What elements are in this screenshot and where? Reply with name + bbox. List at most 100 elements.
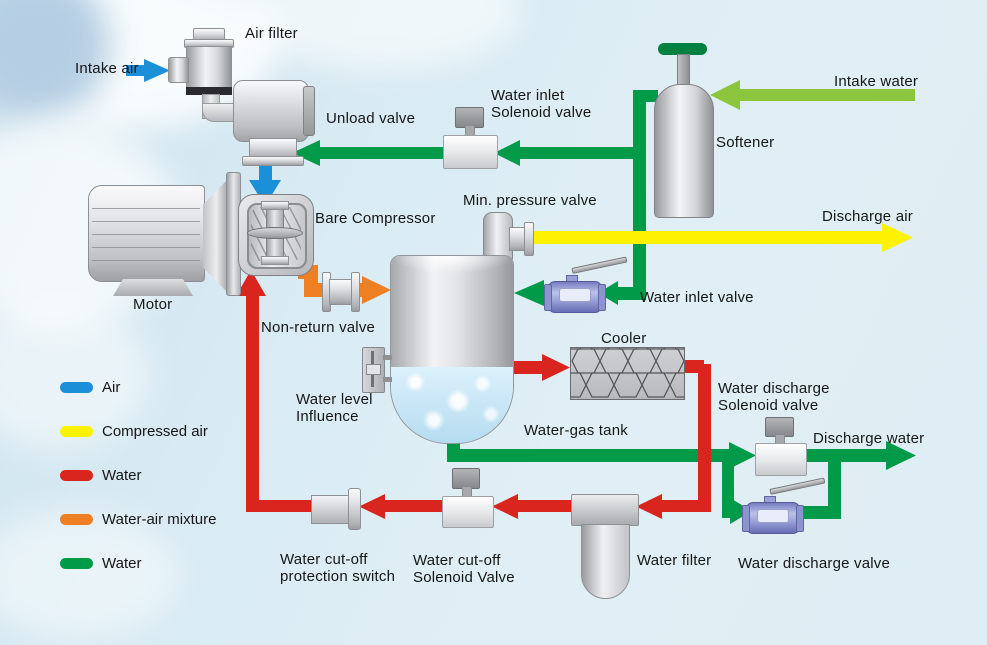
protection-switch-body <box>311 495 352 524</box>
tank-shell <box>391 256 513 367</box>
water-discharge-valve-handle <box>769 477 826 495</box>
tank-water <box>391 367 513 443</box>
pipe-switch-to-riser <box>252 500 314 512</box>
label-water-discharge-solenoid: Water discharge Solenoid valve <box>718 380 830 414</box>
pipe-to-inlet-solenoid <box>518 147 646 159</box>
softener-body <box>654 84 714 218</box>
arrow-mixture-into-tank <box>362 276 391 304</box>
motor-cone <box>203 180 227 292</box>
pipe-elbow-to-inlet-valve <box>614 287 646 300</box>
legend-item-water-hot: Water <box>60 467 141 484</box>
bare-compressor-rotor-cap-top <box>261 201 289 210</box>
label-unload-valve: Unload valve <box>326 110 416 127</box>
arrow-into-tank <box>514 280 544 306</box>
legend-item-air: Air <box>60 379 120 396</box>
cloud-decoration <box>0 510 180 640</box>
label-discharge-air: Discharge air <box>822 208 913 225</box>
arrow-intake-air <box>144 59 170 82</box>
water-discharge-ball-valve <box>742 477 826 534</box>
label-softener: Softener <box>716 134 775 151</box>
legend-label-air: Air <box>102 379 121 396</box>
pipe-unload-to-compressor <box>259 164 272 184</box>
bare-compressor-rotor-cap-bottom <box>261 256 289 265</box>
water-gas-tank <box>390 255 514 444</box>
motor-ribs <box>92 196 200 272</box>
unload-valve-endcap <box>303 86 315 136</box>
water-discharge-valve-plate <box>757 509 789 523</box>
water-inlet-valve-handle <box>571 256 628 274</box>
pipe-filter-to-cutoff-solenoid <box>514 500 574 512</box>
label-air-filter: Air filter <box>245 25 298 42</box>
arrow-intake-water <box>710 80 740 110</box>
arrow-into-protection-switch <box>359 494 385 519</box>
softener-handle <box>658 43 707 55</box>
water-cutoff-solenoid-body <box>442 496 494 528</box>
legend-swatch-water-cool <box>60 558 93 569</box>
label-bare-compressor: Bare Compressor <box>315 210 436 227</box>
air-filter-body <box>186 46 232 90</box>
arrow-discharge-air <box>882 223 913 252</box>
air-filter-inlet <box>168 57 189 83</box>
pipe-tank-to-cooler <box>512 361 545 374</box>
bare-compressor-disc <box>247 227 303 239</box>
water-filter-cap <box>571 494 639 526</box>
pipe-compressed-air <box>530 231 884 244</box>
water-inlet-valve-plate <box>559 288 591 302</box>
water-level-indicator <box>362 347 392 393</box>
water-level-stub-bottom <box>383 377 392 382</box>
tank-sheen <box>391 256 513 274</box>
label-water-inlet-solenoid: Water inlet Solenoid valve <box>491 87 592 121</box>
protection-switch-flange <box>348 488 361 530</box>
legend-item-water-air-mixture: Water-air mixture <box>60 511 216 528</box>
min-pressure-valve-flange <box>524 222 534 256</box>
pipe-intake-water <box>738 89 915 101</box>
pipe-bypass-down <box>722 455 734 513</box>
cooler <box>557 324 699 400</box>
pipe-after-discharge-solenoid <box>803 449 888 462</box>
unload-valve-body <box>233 80 309 142</box>
legend-swatch-water-hot <box>60 470 93 481</box>
water-level-stub-top <box>383 355 392 360</box>
label-min-pressure-valve: Min. pressure valve <box>463 192 597 209</box>
non-return-valve-body <box>329 279 353 305</box>
label-discharge-water: Discharge water <box>813 430 925 447</box>
water-discharge-valve-collar-right <box>796 505 804 532</box>
legend-item-water-cool: Water <box>60 555 141 572</box>
legend-label-water-hot: Water <box>102 467 142 484</box>
pipe-riser-to-compressor <box>246 293 259 512</box>
label-non-return-valve: Non-return valve <box>261 319 376 336</box>
legend-swatch-water-air-mixture <box>60 514 93 525</box>
pipe-to-water-filter <box>660 500 705 512</box>
unload-valve-outlet-flange <box>242 156 304 166</box>
cooler-hex-pattern <box>557 324 699 398</box>
arrow-into-water-filter <box>636 494 662 519</box>
legend-swatch-air <box>60 382 93 393</box>
water-inlet-ball-valve <box>544 256 628 313</box>
arrow-into-cutoff-solenoid <box>492 494 518 519</box>
arrow-into-discharge-solenoid <box>729 442 756 469</box>
water-level-knob <box>366 364 381 375</box>
water-inlet-valve-collar-left <box>544 284 552 311</box>
label-water-gas-tank: Water-gas tank <box>524 422 628 439</box>
legend-swatch-compressed-air <box>60 426 93 437</box>
water-discharge-valve-collar-left <box>742 505 750 532</box>
water-discharge-solenoid-body <box>755 443 807 476</box>
label-motor: Motor <box>133 296 173 313</box>
legend-label-water-cool: Water <box>102 555 142 572</box>
water-filter-bowl <box>581 524 630 599</box>
label-intake-air: Intake air <box>75 60 139 77</box>
non-return-valve-flange-right <box>351 272 360 312</box>
label-intake-water: Intake water <box>834 73 919 90</box>
legend-label-water-air-mixture: Water-air mixture <box>102 511 217 528</box>
arrow-into-cooler <box>542 354 570 381</box>
pipe-solenoid-to-switch <box>381 500 443 512</box>
water-inlet-solenoid-body <box>443 135 498 169</box>
label-water-cutoff-switch: Water cut-off protection switch <box>280 551 396 585</box>
label-water-filter: Water filter <box>637 552 712 569</box>
pipe-cooler-down <box>698 364 711 512</box>
label-water-cutoff-solenoid: Water cut-off Solenoid Valve <box>413 552 515 586</box>
pipe-discharge-main <box>447 449 731 462</box>
pipe-softener-down <box>633 90 646 300</box>
label-water-level: Water level Influence <box>296 391 373 425</box>
